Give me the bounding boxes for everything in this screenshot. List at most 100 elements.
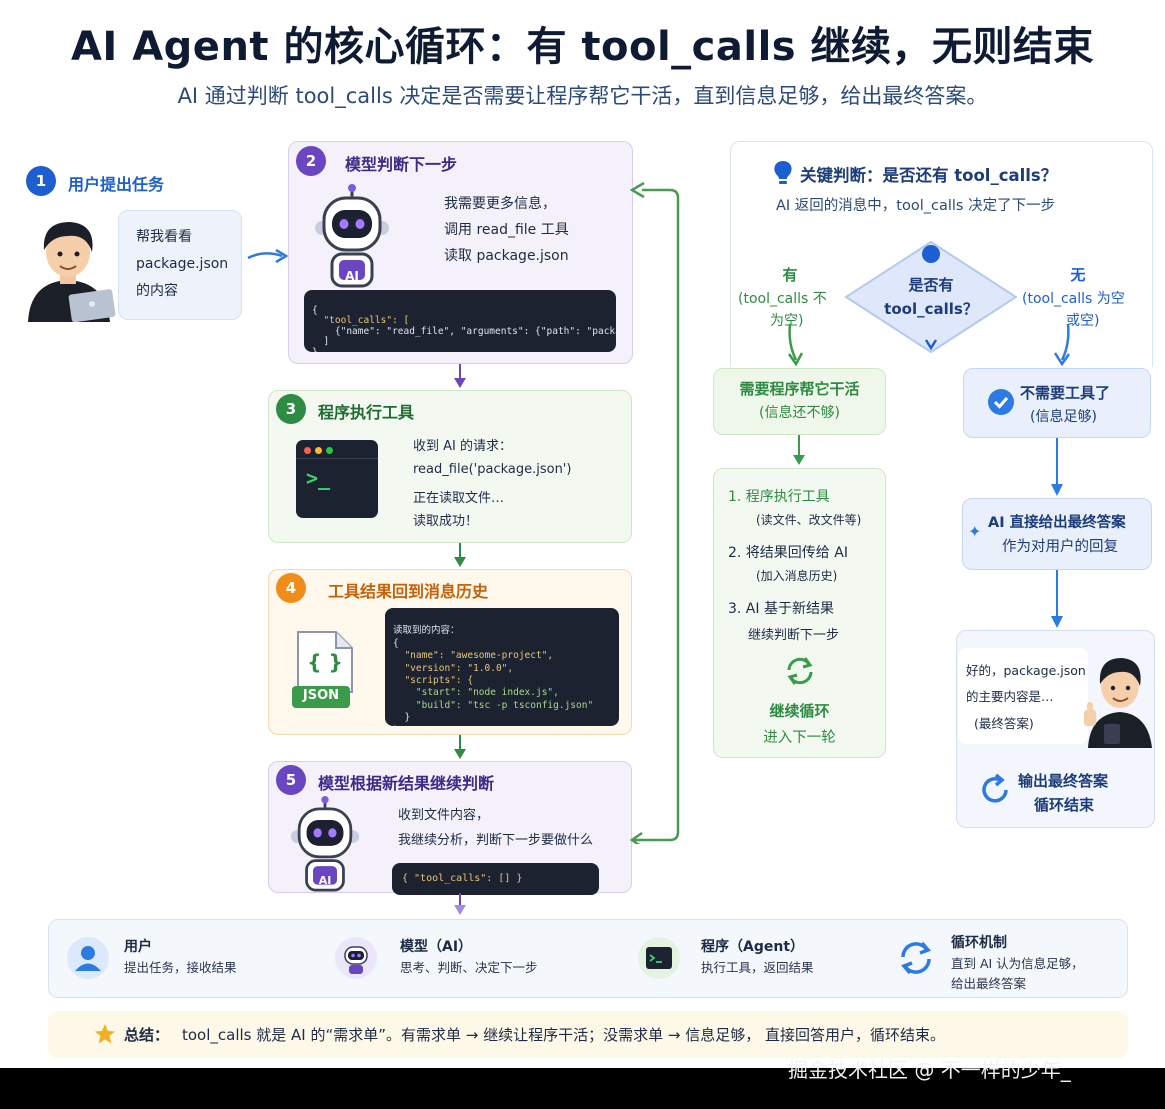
page-title: AI Agent 的核心循环：有 tool_calls 继续，无则结束 (70, 24, 1095, 70)
loop-label-sub: 进入下一轮 (763, 730, 836, 746)
step3-badge: 3 (276, 394, 306, 424)
legend-model-desc: 思考、判断、决定下一步 (400, 960, 538, 975)
legend-loop-desc1: 直到 AI 认为信息足够， (951, 956, 1084, 971)
step4-code-block: 读取到的内容：{ "name": "awesome-project", "ver… (385, 608, 619, 726)
code-line: 读取到的内容： (393, 625, 460, 637)
no-tool-title: 不需要工具了 (1020, 384, 1111, 402)
no-tool-sub: (信息足够) (1030, 409, 1097, 425)
summary-text: tool_calls 就是 AI 的“需求单”。有需求单 → 继续让程序干活；没… (182, 1026, 946, 1044)
no-label-title: 无 (1070, 266, 1086, 284)
no-label-cond1: (tool_calls 为空 (1022, 291, 1125, 307)
final-bubble-line1: 好的，package.json (966, 663, 1086, 678)
step2-robot-label: AI (345, 269, 359, 283)
final-bubble-line3: (最终答案) (974, 716, 1034, 731)
code-line: "scripts": { (393, 675, 474, 687)
loop-icon (901, 941, 931, 975)
legend-model-title: 模型（AI） (400, 939, 473, 955)
robot-icon (335, 937, 377, 979)
end-sub: 循环结束 (1034, 796, 1095, 814)
loop-step3-sub: 继续判断下一步 (748, 628, 840, 643)
watermark-text: 掘金技术社区 @ 不一样的少年_ (788, 1058, 1071, 1082)
loop-end-icon (982, 773, 1008, 803)
summary-label: 总结： (124, 1026, 170, 1044)
step1-bubble-line1: 帮我看看 (136, 229, 192, 245)
step2-code-block: { "tool_calls": [ {"name": "read_file", … (304, 290, 616, 352)
loop-step3-main: 3. AI 基于新结果 (728, 601, 834, 617)
arrow-down-icon (793, 435, 805, 465)
final-answer-sub: 作为对用户的回复 (1002, 539, 1118, 555)
code-line: "build": "tsc -p tsconfig.json" (393, 699, 594, 711)
needs-tool-sub: (信息还不够) (759, 405, 840, 421)
step1-speech-bubble (118, 210, 242, 320)
needs-tool-box (713, 368, 886, 435)
legend-loop-title: 循环机制 (951, 935, 1007, 951)
step5-badge: 5 (276, 765, 306, 795)
json-file-label: JSON (302, 688, 340, 703)
legend-program-desc: 执行工具，返回结果 (701, 960, 814, 975)
arrow-right-icon (247, 248, 289, 264)
step2-text-line2: 调用 read_file 工具 (444, 222, 569, 238)
final-speech-bubble (958, 648, 1088, 744)
loop-step1-main: 1. 程序执行工具 (728, 489, 830, 505)
step1-title: 用户提出任务 (68, 175, 165, 194)
no-label-cond2: 或空) (1066, 313, 1100, 329)
decision-diamond (844, 240, 1018, 354)
watermark-bar (0, 1068, 1165, 1109)
step2-title: 模型判断下一步 (345, 155, 458, 174)
step5-robot-label: AI (318, 874, 332, 887)
decision-title: 关键判断：是否还有 tool_calls？ (800, 166, 1058, 185)
terminal-icon (638, 937, 680, 979)
code-line: { (393, 637, 399, 649)
loop-step1-sub: (读文件、改文件等) (756, 513, 862, 527)
step4-title: 工具结果回到消息历史 (328, 582, 489, 601)
yes-label-cond2: 为空) (770, 313, 804, 329)
code-line: "tool_calls": [ (312, 315, 410, 326)
code-line: ] (312, 336, 330, 347)
terminal-prompt: >_ (306, 466, 331, 490)
no-branch-arrow (1053, 323, 1071, 367)
step5-text-line2: 我继续分析，判断下一步要做什么 (398, 833, 594, 848)
step3-text-line3: 正在读取文件… (413, 491, 505, 506)
step2-text-line3: 读取 package.json (444, 248, 569, 264)
code-line: } (393, 712, 411, 724)
star-icon (95, 1024, 115, 1044)
code-line: { (312, 304, 318, 316)
yes-label-title: 有 (782, 266, 798, 284)
loop-steps-box (713, 468, 886, 758)
arrow-down-icon (454, 735, 466, 759)
step1-bubble-line2: package.json (136, 256, 229, 272)
code-line: "name": "awesome-project", (393, 650, 554, 662)
final-answer-box (962, 498, 1152, 570)
refresh-icon (787, 657, 813, 685)
step1-badge: 1 (26, 166, 56, 196)
terminal-icon: >_ (296, 440, 378, 518)
step2-badge: 2 (296, 146, 326, 176)
loop-step2-main: 2. 将结果回传给 AI (728, 545, 848, 561)
code-line: "version": "1.0.0", (393, 662, 514, 674)
end-title: 输出最终答案 (1018, 772, 1109, 790)
step3-text-line2: read_file('package.json') (413, 462, 572, 477)
step5-code-block: { "tool_calls": [] } (392, 863, 599, 895)
legend-user-desc: 提出任务，接收结果 (124, 960, 237, 975)
arrow-down-icon (454, 893, 466, 915)
arrow-down-icon (454, 543, 466, 567)
arrow-down-icon (1051, 570, 1063, 628)
step5-title: 模型根据新结果继续判断 (318, 774, 495, 793)
loop-label-main: 继续循环 (769, 702, 830, 720)
decision-desc: AI 返回的消息中，tool_calls 决定了下一步 (776, 198, 1056, 214)
diamond-line1: 是否有 (908, 276, 954, 294)
step3-text-line1: 收到 AI 的请求： (413, 439, 512, 454)
robot-icon (290, 796, 360, 892)
legend-user-title: 用户 (124, 939, 152, 955)
final-answer-title: AI 直接给出最终答案 (988, 515, 1126, 531)
step1-bubble-line3: 的内容 (136, 283, 178, 299)
page-subtitle: AI 通过判断 tool_calls 决定是否需要让程序帮它干活，直到信息足够，… (177, 84, 988, 108)
step3-text-line4: 读取成功！ (413, 514, 479, 529)
json-file-glyph: { } (307, 650, 343, 674)
code-line: "start": "node index.js", (393, 687, 559, 699)
step4-badge: 4 (276, 573, 306, 603)
yes-branch-arrow (787, 323, 804, 367)
code-line: {"name": "read_file", "arguments": {"pat… (334, 325, 616, 337)
step2-text-line1: 我需要更多信息， (444, 196, 556, 212)
legend-loop-desc2: 给出最终答案 (951, 976, 1027, 991)
